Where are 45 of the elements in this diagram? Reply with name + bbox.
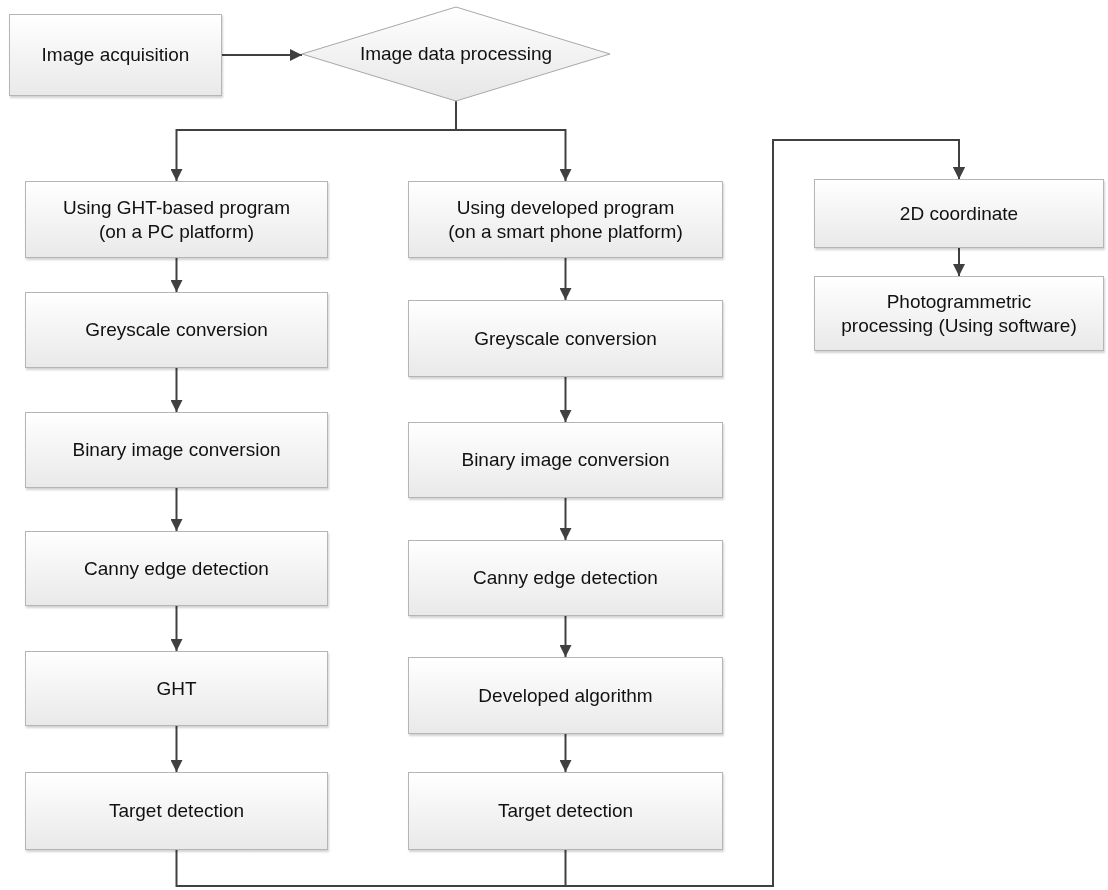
process-box xyxy=(25,181,328,258)
process-box xyxy=(25,412,328,488)
arrow xyxy=(170,487,183,532)
node-label: Binary image conversion xyxy=(72,438,281,462)
process-box xyxy=(408,657,723,734)
node-label: GHT xyxy=(156,676,197,701)
node-label: Greyscale conversion xyxy=(85,318,268,342)
process-box xyxy=(25,531,328,606)
process-box xyxy=(25,292,328,368)
arrow xyxy=(170,725,183,773)
node-label: Canny edge detection xyxy=(84,556,269,581)
arrow xyxy=(170,257,183,293)
node-label: Image data processing xyxy=(359,42,553,66)
arrow xyxy=(559,733,572,773)
node-label: Image acquisition xyxy=(41,43,190,67)
process-box xyxy=(25,651,328,726)
node-label: Target detection xyxy=(108,799,245,823)
arrow xyxy=(559,497,572,541)
node-label: Target detection xyxy=(497,799,634,823)
process-box xyxy=(408,772,723,850)
node-label: Using GHT-based program (on a PC platform) xyxy=(61,195,291,244)
process-box xyxy=(408,540,723,616)
process-box xyxy=(814,179,1104,248)
arrow xyxy=(170,605,183,652)
node-label: Using developed program (on a smart phone platform) xyxy=(447,195,684,244)
arrow xyxy=(559,257,572,301)
node-label: Photogrammetric processing (Using software) xyxy=(840,289,1078,338)
node-label: Greyscale conversion xyxy=(474,326,657,351)
process-box xyxy=(408,422,723,498)
process-box xyxy=(25,772,328,850)
arrow xyxy=(221,49,303,61)
node-label: 2D coordinate xyxy=(899,201,1019,226)
process-box xyxy=(9,14,222,96)
arrow xyxy=(559,376,572,423)
process-box xyxy=(408,181,723,258)
node-label: Binary image conversion xyxy=(461,448,670,472)
arrow xyxy=(559,615,572,658)
process-box xyxy=(408,300,723,377)
process-box xyxy=(814,276,1104,351)
node-label: Canny edge detection xyxy=(473,566,658,590)
arrow xyxy=(455,100,572,182)
arrow xyxy=(953,247,965,277)
arrow xyxy=(170,367,183,413)
arrow xyxy=(564,139,965,887)
node-label: Developed algorithm xyxy=(478,683,653,708)
